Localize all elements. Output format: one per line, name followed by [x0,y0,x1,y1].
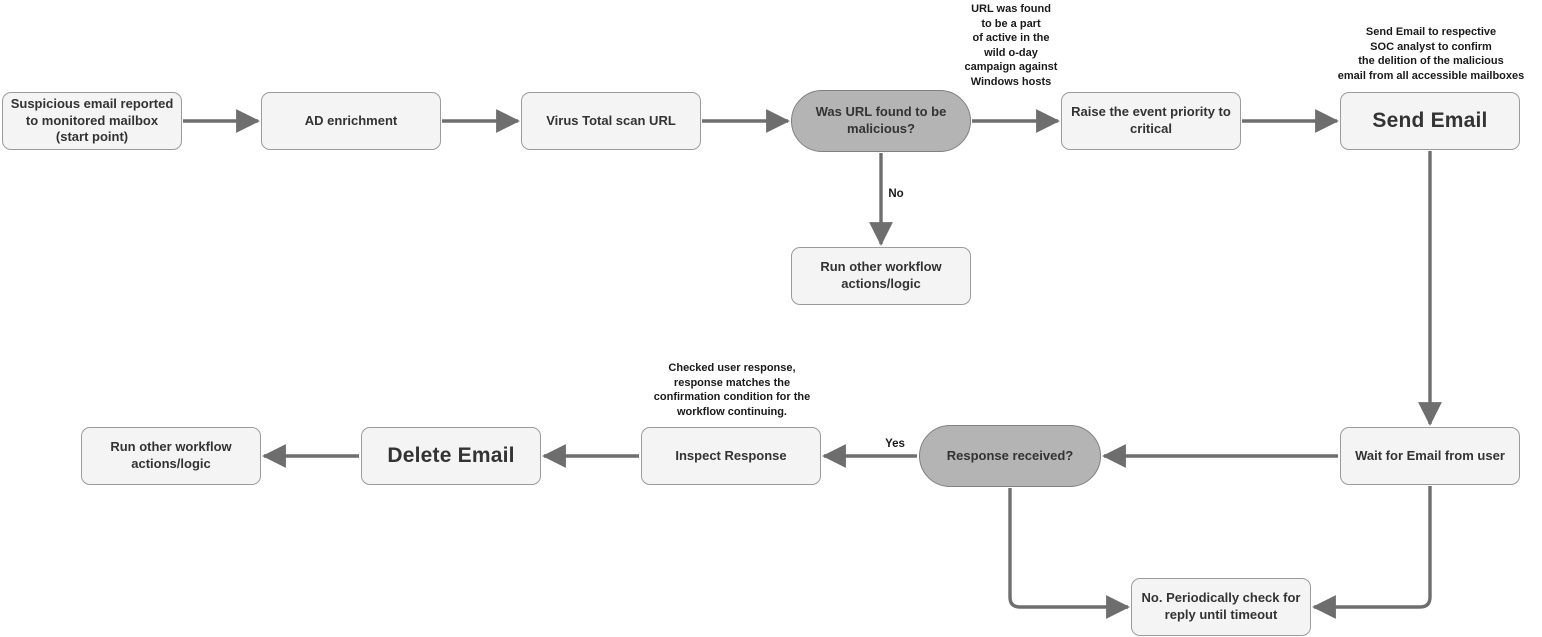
node-virus-total-scan-url[interactable]: Virus Total scan URL [521,92,701,150]
edge-wait-to-timeout [1312,486,1432,619]
node-decision-url-malicious[interactable]: Was URL found to be malicious? [791,90,971,152]
node-delete-email[interactable]: Delete Email [361,427,541,485]
edge-label-send-email-soc-analyst: Send Email to respective SOC analyst to … [1337,26,1525,82]
edge-decision2-to-timeout [1008,488,1130,619]
node-run-other-workflow-bottom[interactable]: Run other workflow actions/logic [81,427,261,485]
edge-label-checked-user-response: Checked user response, response matches … [653,362,811,418]
edge-label-zero-day-campaign: URL was found to be a part of active in … [964,3,1058,88]
node-wait-for-email-from-user[interactable]: Wait for Email from user [1340,427,1520,485]
edge-label-yes-response: Yes [885,438,905,450]
node-ad-enrichment[interactable]: AD enrichment [261,92,441,150]
node-raise-event-priority[interactable]: Raise the event priority to critical [1061,92,1241,150]
node-inspect-response[interactable]: Inspect Response [641,427,821,485]
node-periodic-check-timeout[interactable]: No. Periodically check for reply until t… [1131,578,1311,636]
node-run-other-workflow-top[interactable]: Run other workflow actions/logic [791,247,971,305]
edge-label-no-malicious: No [888,188,904,200]
node-send-email[interactable]: Send Email [1340,92,1520,150]
node-decision-response-received[interactable]: Response received? [919,425,1101,487]
node-suspicious-email-start[interactable]: Suspicious email reported to monitored m… [2,92,182,150]
